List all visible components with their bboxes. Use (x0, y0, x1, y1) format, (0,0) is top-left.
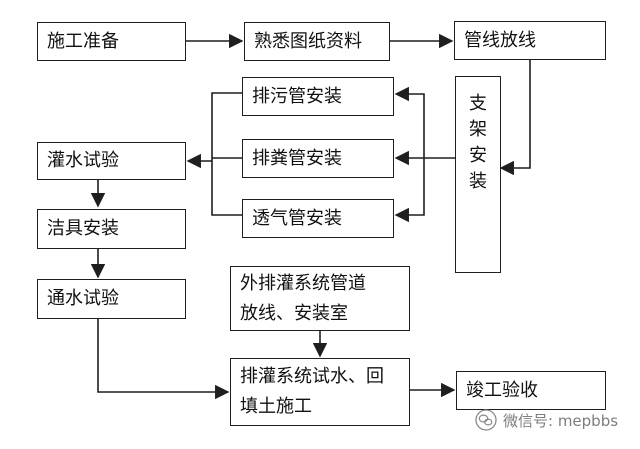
step-flow-test: 通水试验 (37, 279, 186, 319)
step-construction-prep-label: 施工准备 (47, 30, 119, 52)
step-system-water-test-backfill-line1: 排灌系统试水、回 (240, 366, 384, 387)
watermark-text: 微信号: mepbbs (503, 411, 619, 430)
step-external-drainage-layout-line1: 外排灌系统管道 (240, 272, 366, 294)
line-install-group-bracket (211, 92, 242, 216)
step-pipeline-layout: 管线放线 (454, 21, 606, 60)
step-vent-pipe-install-label: 透气管安装 (252, 207, 342, 229)
step-fixtures-install: 洁具安装 (37, 209, 186, 249)
support-char-2: 架 (469, 119, 487, 140)
step-irrigation-test: 灌水试验 (37, 142, 186, 180)
support-char-3: 安 (469, 145, 487, 166)
step-feces-pipe-install: 排粪管安装 (242, 139, 394, 178)
step-fixtures-install-label: 洁具安装 (47, 218, 119, 239)
step-construction-prep: 施工准备 (37, 22, 186, 61)
support-char-4: 装 (469, 171, 487, 192)
arrow-flow-test-to-system-test (97, 319, 230, 400)
arrow-branch-to-vent (394, 158, 425, 223)
step-external-drainage-layout-line2: 放线、安装室 (240, 302, 348, 324)
step-completion-acceptance-label: 竣工验收 (466, 379, 538, 401)
wechat-watermark: 微信号: mepbbs (475, 409, 618, 431)
support-char-1: 支 (469, 93, 487, 114)
step-study-drawings: 熟悉图纸资料 (244, 22, 390, 61)
step-irrigation-test-label: 灌水试验 (47, 150, 119, 171)
step-external-drainage-layout: 外排灌系统管道 放线、安装室 (230, 266, 410, 331)
wechat-icon (475, 409, 497, 431)
step-flow-test-label: 通水试验 (47, 288, 119, 309)
step-study-drawings-label: 熟悉图纸资料 (254, 30, 362, 52)
step-sewage-pipe-install-label: 排污管安装 (252, 85, 342, 107)
step-sewage-pipe-install: 排污管安装 (242, 77, 394, 116)
step-completion-acceptance: 竣工验收 (456, 371, 606, 410)
step-feces-pipe-install-label: 排粪管安装 (252, 147, 342, 169)
step-pipeline-layout-label: 管线放线 (464, 29, 536, 51)
step-system-water-test-backfill-line2: 填土施工 (240, 396, 312, 417)
step-support-install: 支 架 安 装 (455, 76, 501, 273)
arrow-layout-to-support (499, 60, 531, 176)
arrow-branch-to-sewage (394, 86, 425, 158)
step-system-water-test-backfill: 排灌系统试水、回 填土施工 (230, 358, 410, 426)
step-vent-pipe-install: 透气管安装 (242, 199, 394, 238)
